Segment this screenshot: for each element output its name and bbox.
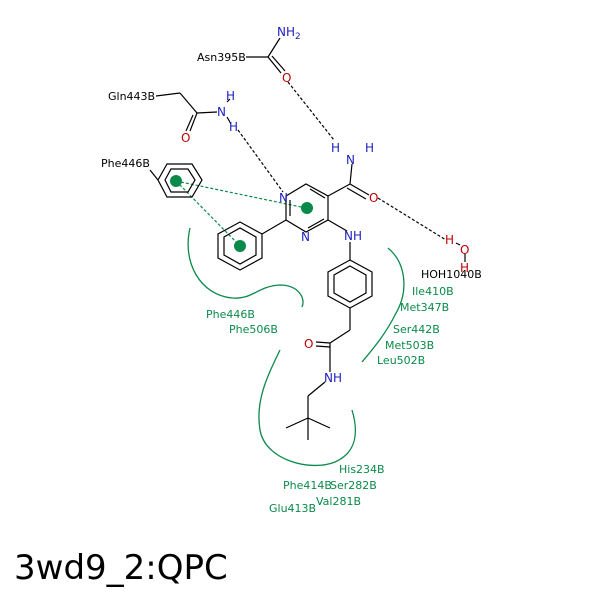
gln-bond bbox=[196, 111, 218, 114]
pi-stack-ring1 bbox=[175, 180, 307, 209]
residue-phe446: Phe446B bbox=[101, 157, 150, 170]
atom-o-asn: O bbox=[282, 71, 291, 85]
amide-bond bbox=[327, 183, 351, 197]
atom-h-gln-a: H bbox=[226, 89, 235, 103]
gln-bond bbox=[179, 92, 198, 114]
residue-ile410: Ile410B bbox=[412, 285, 454, 298]
gln-bond bbox=[185, 114, 194, 132]
asn-bond bbox=[267, 56, 282, 74]
residue-gln443: Gln443B bbox=[108, 90, 155, 103]
atom-o-side: O bbox=[304, 337, 313, 351]
residue-hoh1040: HOH1040B bbox=[421, 268, 482, 281]
atom-h-water-b: H bbox=[460, 261, 469, 275]
residue-ser282: Ser282B bbox=[330, 479, 377, 492]
gln-bond bbox=[155, 92, 181, 97]
residue-asn395: Asn395B bbox=[197, 51, 246, 64]
lower-phenyl-inner bbox=[333, 265, 367, 303]
phenyl-ring bbox=[217, 221, 263, 271]
atom-nh-link: NH bbox=[344, 229, 362, 243]
pyrimidine-double bbox=[309, 188, 326, 199]
pocket-arc-right bbox=[361, 247, 405, 363]
hbond-water bbox=[377, 197, 447, 241]
side-chain-bond bbox=[315, 345, 331, 348]
amide-bond bbox=[349, 163, 353, 185]
diagram-title: 3wd9_2:QPC bbox=[14, 548, 228, 588]
tbutyl-bond bbox=[285, 417, 309, 429]
phe446-ring-inner bbox=[164, 168, 196, 193]
pocket-arc-left bbox=[187, 227, 304, 308]
ring-centroid-phenyl bbox=[234, 240, 246, 252]
ring-centroid-phe446 bbox=[170, 175, 182, 187]
amide-bond bbox=[346, 187, 367, 200]
residue-phe414: Phe414B bbox=[283, 479, 332, 492]
residue-phe446-pocket: Phe446B bbox=[206, 308, 255, 321]
atom-o-gln: O bbox=[181, 131, 190, 145]
residue-phe506: Phe506B bbox=[229, 323, 278, 336]
phenyl-ring-inner bbox=[223, 227, 257, 265]
residue-his234: His234B bbox=[339, 463, 385, 476]
gln-bond bbox=[226, 116, 232, 125]
hbond-gln443 bbox=[237, 129, 284, 193]
residue-ser442: Ser442B bbox=[393, 323, 440, 336]
atom-n-ring1: N bbox=[279, 191, 288, 205]
pyrimidine-double bbox=[307, 218, 325, 229]
tbutyl-bond bbox=[307, 417, 331, 429]
phe446-bond bbox=[149, 169, 159, 181]
atom-o-amide: O bbox=[369, 191, 378, 205]
atom-h-gln-b: H bbox=[229, 120, 238, 134]
residue-met503: Met503B bbox=[385, 339, 434, 352]
atom-n-ring2: N bbox=[301, 230, 310, 244]
atom-h-amide-b: H bbox=[365, 141, 374, 155]
residue-val281: Val281B bbox=[316, 495, 361, 508]
ring-centroid-pyrimidine bbox=[301, 202, 313, 214]
side-chain-bond bbox=[329, 329, 351, 344]
asn-bond bbox=[267, 37, 281, 58]
gln-bond bbox=[189, 112, 198, 132]
side-chain-bond bbox=[307, 381, 326, 397]
atom-n-amide: N bbox=[346, 153, 355, 167]
water-bond bbox=[455, 242, 461, 246]
residue-leu502: Leu502B bbox=[377, 354, 425, 367]
nh-link-bond bbox=[327, 219, 348, 232]
hbond-asn395 bbox=[287, 81, 335, 141]
atom-nh-side: NH bbox=[324, 371, 342, 385]
residue-met347: Met347B bbox=[400, 301, 449, 314]
atom-nh2-subscript: 2 bbox=[295, 32, 301, 42]
atom-nh2: NH bbox=[277, 25, 295, 39]
pocket-arc-bottom bbox=[258, 349, 357, 467]
gln-bond bbox=[226, 98, 231, 103]
atom-o-water: O bbox=[460, 243, 469, 257]
atom-h-water-a: H bbox=[445, 233, 454, 247]
pi-stack-ring2 bbox=[175, 180, 241, 247]
phe446-ring bbox=[157, 163, 203, 198]
phenyl-link bbox=[261, 219, 287, 235]
asn-bond bbox=[271, 55, 286, 72]
atom-n-gln: N bbox=[217, 105, 226, 119]
side-chain-bond bbox=[315, 341, 331, 344]
amide-bond bbox=[349, 183, 370, 196]
residue-glu413: Glu413B bbox=[269, 502, 316, 515]
atom-h-amide-a: H bbox=[331, 141, 340, 155]
